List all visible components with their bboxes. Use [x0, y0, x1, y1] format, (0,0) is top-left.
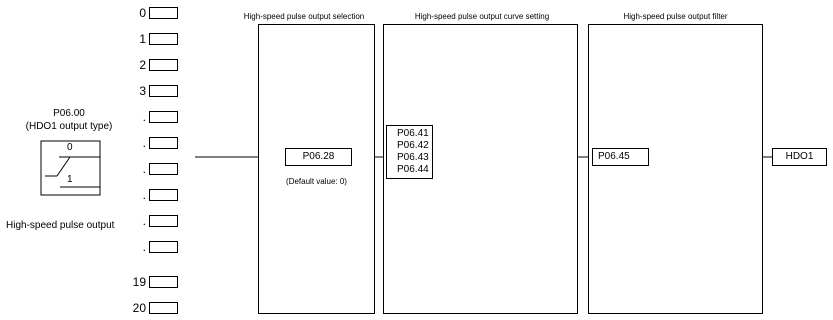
- selection-param-label: P06.28: [302, 151, 335, 162]
- channel-slot: [149, 302, 178, 314]
- curve-param-box: P06.41 P06.42 P06.43 P06.44: [386, 125, 433, 179]
- channel-slot: [149, 111, 178, 123]
- filter-stage-title: High-speed pulse output filter: [623, 12, 728, 21]
- switch-position-1: 1: [67, 174, 73, 185]
- channel-slot: [149, 215, 178, 227]
- selection-param-box: P06.28: [285, 148, 352, 166]
- channel-label: .: [142, 188, 146, 202]
- curve-stage-title: High-speed pulse output curve setting: [414, 12, 550, 21]
- channel-label: .: [142, 110, 146, 124]
- selection-stage-panel: [258, 24, 375, 314]
- channel-slot: [149, 7, 178, 19]
- channel-slot: [149, 241, 178, 253]
- switch-caption: High-speed pulse output: [6, 220, 115, 231]
- channel-label: 19: [132, 275, 146, 289]
- channel-label: 0: [139, 6, 146, 20]
- channel-slot: [149, 137, 178, 149]
- switch-param-label: P06.00: [53, 108, 85, 119]
- curve-param-label: P06.44: [397, 164, 429, 175]
- output-terminal-box: HDO1: [772, 148, 827, 166]
- selection-default-note: (Default value: 0): [286, 177, 347, 186]
- curve-param-label: P06.42: [397, 140, 429, 151]
- channel-slot: [149, 59, 178, 71]
- channel-label: 2: [139, 58, 146, 72]
- channel-slot: [149, 276, 178, 288]
- channel-label: 3: [139, 84, 146, 98]
- channel-label: 20: [132, 301, 146, 315]
- filter-stage-panel: [588, 24, 763, 314]
- channel-label: 1: [139, 32, 146, 46]
- channel-label: .: [142, 162, 146, 176]
- channel-label: .: [142, 214, 146, 228]
- channel-label: .: [142, 240, 146, 254]
- selector-switch-symbol: [40, 140, 101, 196]
- curve-param-label: P06.43: [397, 152, 429, 163]
- channel-slot: [149, 189, 178, 201]
- output-terminal-label: HDO1: [785, 151, 814, 162]
- channel-slot: [149, 85, 178, 97]
- filter-param-box: P06.45: [592, 148, 649, 166]
- channel-label: .: [142, 136, 146, 150]
- channel-slot: [149, 163, 178, 175]
- selection-stage-title: High-speed pulse output selection: [243, 12, 365, 21]
- switch-position-0: 0: [67, 142, 73, 153]
- filter-param-label: P06.45: [598, 151, 630, 162]
- switch-param-description: (HDO1 output type): [25, 121, 113, 132]
- curve-param-label: P06.41: [397, 128, 429, 139]
- channel-slot: [149, 33, 178, 45]
